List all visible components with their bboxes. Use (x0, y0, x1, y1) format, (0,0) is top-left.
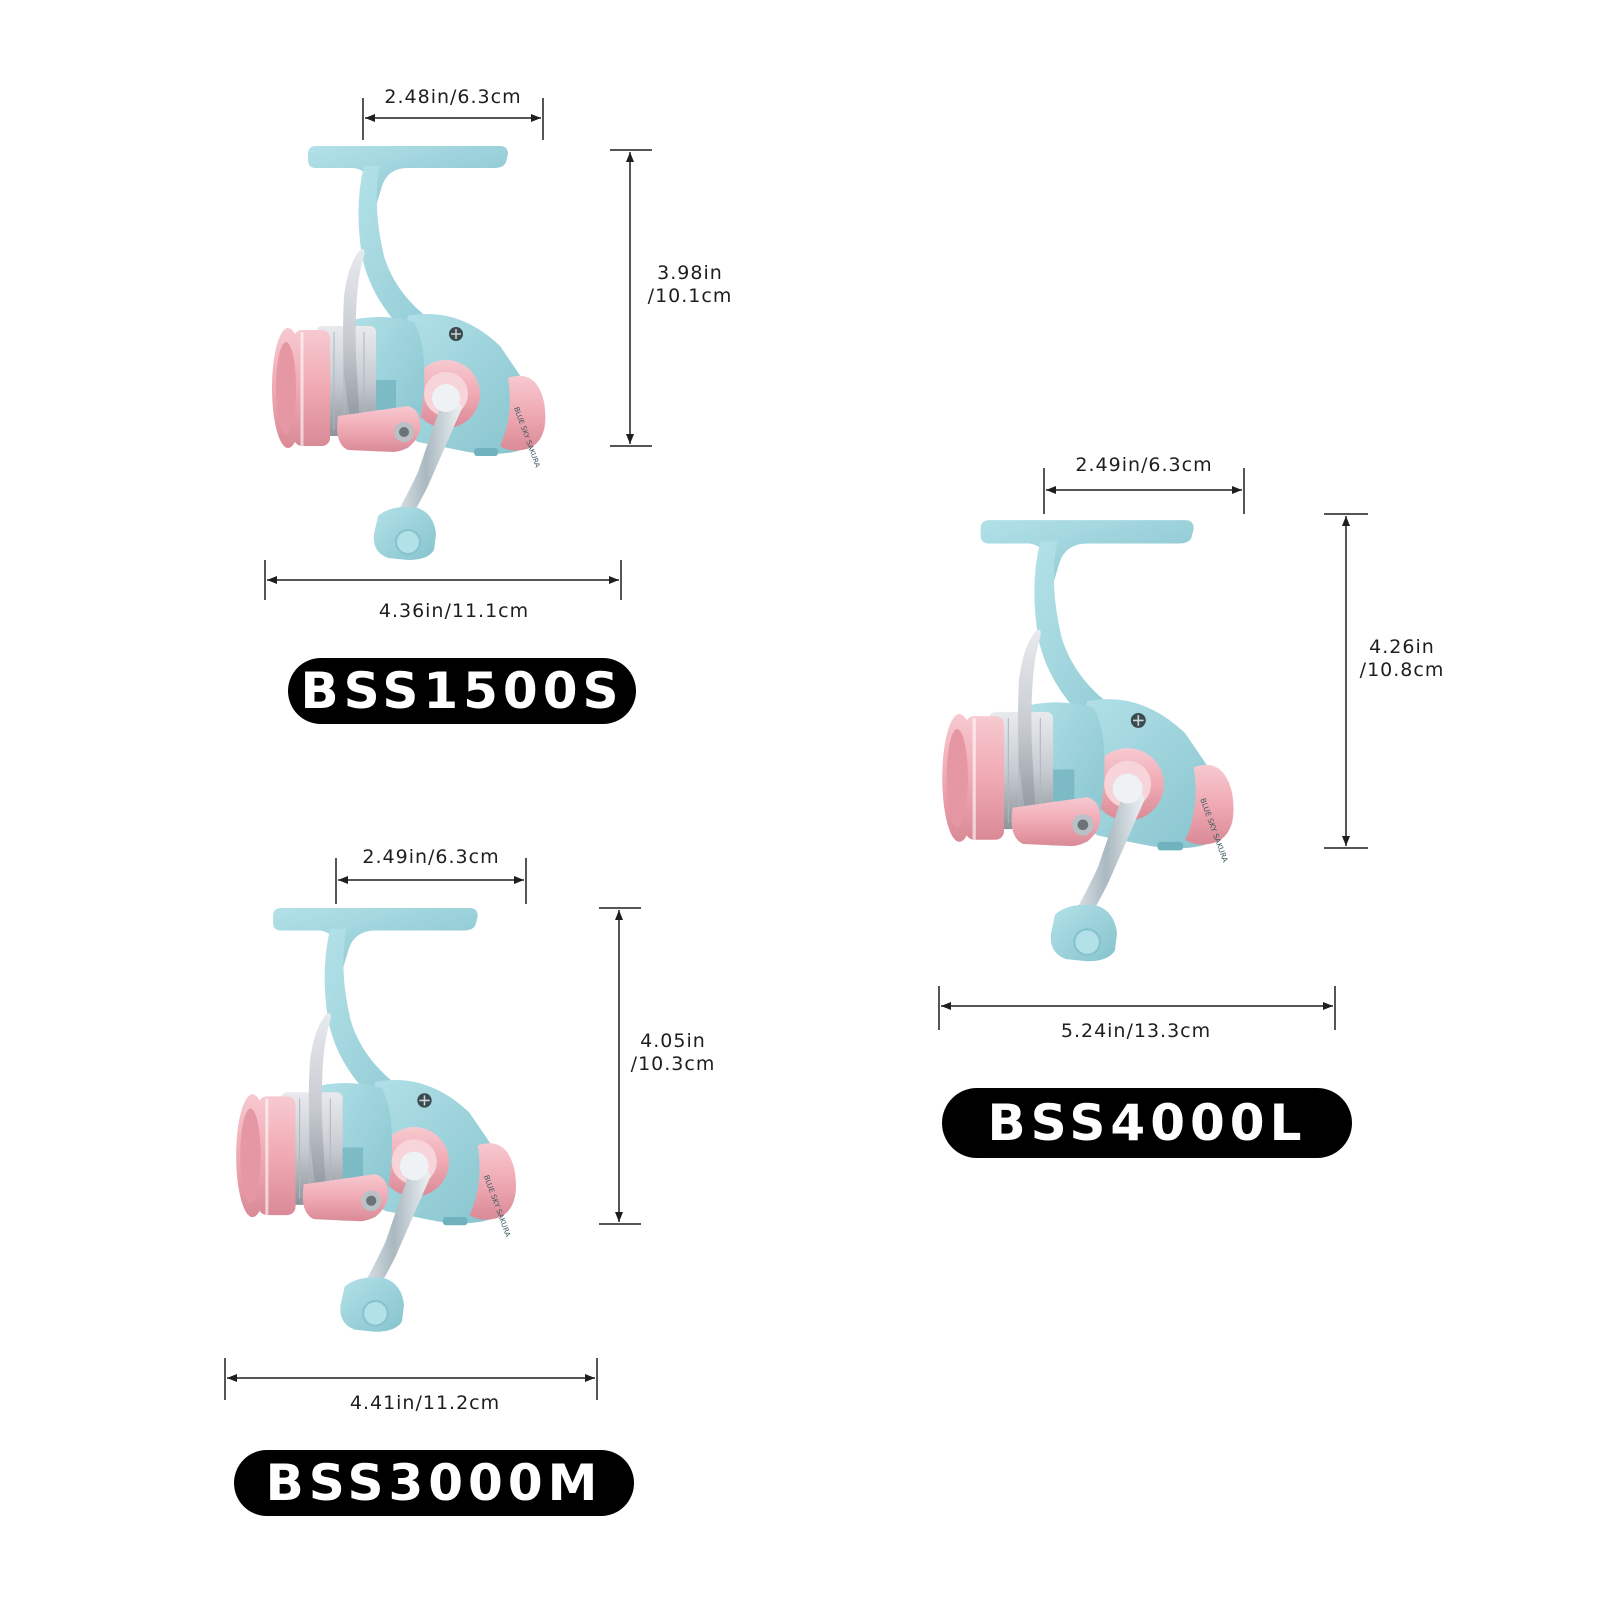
height-cm-label: /10.8cm (1359, 659, 1445, 681)
length-dimension-line (938, 986, 1336, 1030)
model-badge: BSS3000M (234, 1450, 634, 1516)
height-cm-label: /10.3cm (630, 1053, 716, 1075)
reel-image-bss3000m: BLUE SKY SAKURA (232, 908, 576, 1342)
foot-width-label: 2.49in/6.3cm (1075, 454, 1213, 476)
foot-width-label: 2.49in/6.3cm (362, 846, 500, 868)
reel-image-bss1500s: BLUE SKY SAKURA (268, 146, 604, 570)
height-in-label: 4.26in (1369, 636, 1435, 658)
length-label: 4.36in/11.1cm (378, 600, 530, 622)
foot-width-dimension-line (1043, 468, 1245, 514)
foot-width-dimension-line (362, 98, 544, 140)
length-label: 5.24in/13.3cm (1060, 1020, 1212, 1042)
foot-width-dimension-line (335, 858, 527, 904)
length-dimension-line (224, 1358, 598, 1400)
height-cm-label: /10.1cm (647, 285, 733, 307)
height-label: 3.98in /10.1cm (648, 262, 733, 308)
height-in-label: 4.05in (640, 1030, 706, 1052)
length-label: 4.41in/11.2cm (349, 1392, 501, 1414)
height-dimension-line (599, 907, 641, 1225)
reel-brand-mark: BLUE SKY SAKURA (512, 406, 541, 469)
reel-image-bss4000l: BLUE SKY SAKURA (938, 512, 1296, 980)
height-dimension-line (1324, 513, 1368, 849)
height-label: 4.26in /10.8cm (1360, 636, 1445, 682)
foot-width-label: 2.48in/6.3cm (384, 86, 522, 108)
reel-brand-mark: BLUE SKY SAKURA (482, 1174, 513, 1238)
length-dimension-line (264, 560, 622, 600)
model-badge: BSS4000L (942, 1088, 1352, 1158)
height-in-label: 3.98in (657, 262, 723, 284)
height-dimension-line (610, 149, 652, 447)
height-label: 4.05in /10.3cm (631, 1030, 716, 1076)
reel-brand-mark: BLUE SKY SAKURA (1198, 797, 1230, 864)
model-badge: BSS1500S (288, 658, 636, 724)
